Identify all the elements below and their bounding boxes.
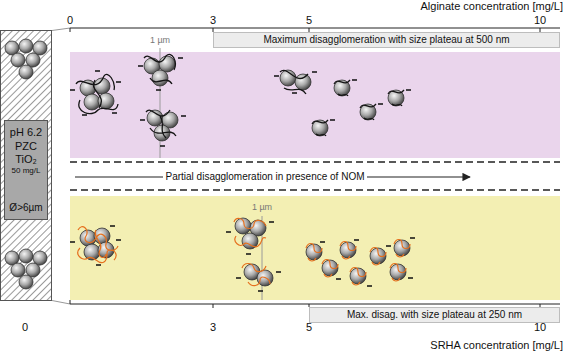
scale-label: 1 µm	[150, 35, 170, 46]
particle	[19, 249, 33, 263]
initial-condition-box: pH 6.2PZCTiO₂50 mg/L Ø>6µm	[4, 120, 48, 219]
tick-label: 0	[22, 321, 28, 334]
particle	[152, 70, 168, 86]
negative-charge	[70, 222, 415, 291]
scale-label: 1 µm	[252, 202, 272, 213]
axis-title: SRHA concentration [mg/L]	[430, 339, 563, 352]
particle	[80, 230, 96, 246]
dashed-divider	[70, 189, 560, 190]
plateau-label: Max. disag. with size plateau at 250 nm	[347, 309, 522, 321]
initial-panel	[1, 31, 52, 301]
tick-label: 5	[306, 14, 312, 27]
axis-line	[70, 304, 560, 305]
tick-label: 0	[67, 14, 73, 27]
condition-text: Ø>6µm	[9, 202, 42, 214]
particle	[19, 39, 33, 53]
particle	[33, 41, 47, 55]
srha-band	[70, 196, 560, 300]
plateau-label: Maximum disagglomeration with size plate…	[263, 34, 509, 46]
condition-text: PZC	[15, 140, 37, 153]
particle	[19, 65, 33, 79]
srha-strand	[78, 218, 410, 285]
particle	[295, 74, 311, 90]
tick-label: 10	[534, 321, 546, 334]
particle	[11, 53, 25, 67]
particle	[159, 56, 175, 72]
particle	[26, 263, 40, 277]
tick-label: 3	[210, 14, 216, 27]
plateau-label-box: Max. disag. with size plateau at 250 nm	[309, 307, 560, 323]
axis-line	[70, 28, 560, 29]
tick-label: 5	[306, 321, 312, 334]
particle	[84, 94, 100, 110]
alginate-band	[70, 52, 560, 158]
condition-text: TiO₂	[15, 153, 37, 166]
zoom-line	[52, 28, 70, 31]
plateau-label-box: Maximum disagglomeration with size plate…	[213, 32, 560, 48]
tick-label: 10	[534, 14, 546, 27]
zoom-line	[52, 301, 70, 305]
tick-label: 3	[210, 321, 216, 334]
negative-charge	[70, 58, 411, 146]
particle	[11, 263, 25, 277]
process-note: Partial disagglomeration in presence of …	[163, 171, 368, 183]
dashed-divider	[70, 161, 560, 162]
particle	[26, 53, 40, 67]
axis-title: Alginate concentration [mg/L]	[421, 0, 563, 13]
condition-text: pH 6.2	[10, 126, 42, 139]
alginate-strand	[76, 54, 404, 138]
particle	[33, 251, 47, 265]
condition-text: 50 mg/L	[12, 166, 41, 176]
particle	[19, 275, 33, 289]
